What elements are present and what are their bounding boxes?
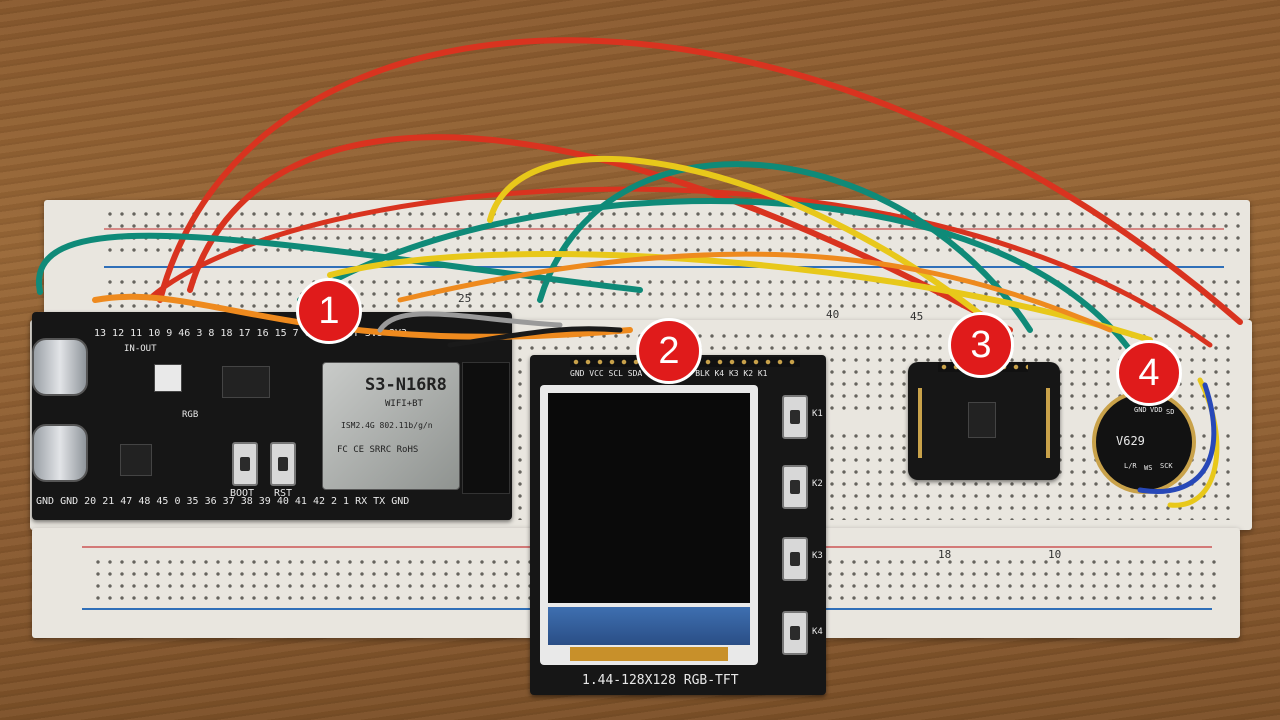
wire-yellow: [327, 251, 1153, 343]
wire-blue: [1137, 382, 1217, 494]
pcb-antenna: [462, 362, 510, 494]
marker-4: 4: [1116, 340, 1182, 406]
module-line: ISM2.4G 802.11b/g/n: [341, 421, 433, 430]
key-label: K1: [812, 409, 823, 419]
wire-gray: [377, 311, 563, 333]
usb-c-port: [32, 338, 88, 396]
breadboard-number: 18: [938, 548, 952, 561]
key-label: K3: [812, 551, 823, 561]
tft-screen: [540, 385, 758, 665]
wire-red: [147, 186, 1213, 348]
breadboard-number: 40: [826, 308, 840, 321]
wire-yellow: [487, 156, 1003, 333]
led-label: RGB: [182, 410, 199, 420]
marker-1: 1: [296, 278, 362, 344]
marker-3: 3: [948, 312, 1014, 378]
wifi-module: S3-N16R8 WIFI+BT ISM2.4G 802.11b/g/n FC …: [322, 362, 460, 490]
module-model: S3-N16R8: [365, 375, 447, 395]
top-pin-labels: 13 12 11 10 9 46 3 8 18 17 16 15 7 6 5 4…: [94, 328, 408, 339]
rgb-led: [154, 364, 182, 392]
wire-teal: [297, 198, 1133, 353]
led-label: IN-OUT: [124, 344, 157, 354]
tft-caption: 1.44-128X128 RGB-TFT: [582, 673, 739, 688]
module-line: WIFI+BT: [385, 399, 423, 409]
breadboard-number: 45: [910, 310, 924, 323]
usb-uart-chip: [120, 444, 152, 476]
breadboard-number: 10: [1048, 548, 1062, 561]
wire-teal: [537, 161, 1033, 333]
key-k2[interactable]: [782, 465, 808, 509]
key-k3[interactable]: [782, 537, 808, 581]
bottom-pin-labels: GND GND 20 21 47 48 45 0 35 36 37 38 39 …: [36, 496, 410, 507]
mic-chip-text: V629: [1116, 434, 1145, 448]
boot-button[interactable]: [232, 442, 258, 486]
wire-red: [187, 134, 1013, 333]
mic-pin: L/R: [1124, 462, 1137, 470]
usb-c-port: [32, 424, 88, 482]
marker-2: 2: [636, 318, 702, 384]
sensor-module: [908, 362, 1060, 480]
mic-pin: WS: [1144, 464, 1153, 472]
key-k4[interactable]: [782, 611, 808, 655]
reset-button[interactable]: [270, 442, 296, 486]
wire-teal: [36, 232, 643, 295]
boot-label: BOOT: [230, 488, 255, 499]
breadboard-number: 25: [458, 292, 472, 305]
key-label: K4: [812, 627, 823, 637]
wire-orange: [397, 251, 1113, 333]
rst-label: RST: [274, 488, 293, 499]
module-line: FC CE SRRC RoHS: [337, 445, 419, 455]
key-label: K2: [812, 479, 823, 489]
mic-pin: SCK: [1160, 462, 1173, 470]
esp32-s3-board: 13 12 11 10 9 46 3 8 18 17 16 15 7 6 5 4…: [32, 312, 512, 520]
key-k1[interactable]: [782, 395, 808, 439]
mic-pin: VDD: [1150, 406, 1163, 414]
mic-pin: GND: [1134, 406, 1147, 414]
sensor-chip: [968, 402, 996, 438]
wire-black: [447, 326, 623, 348]
wire-red: [157, 37, 1243, 325]
mic-pin: SD: [1166, 408, 1175, 416]
regulator-chip: [222, 366, 270, 398]
